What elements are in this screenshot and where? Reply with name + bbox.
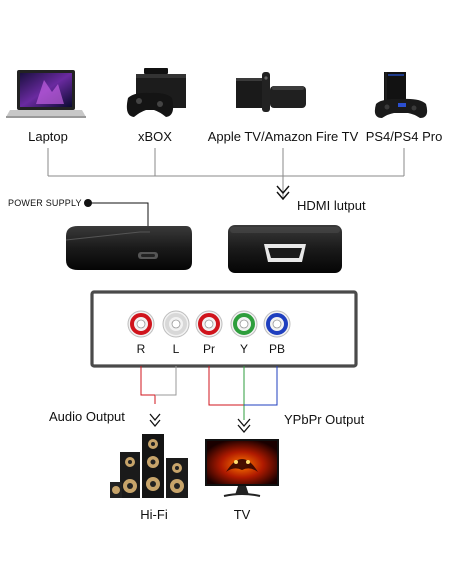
power-supply-label: POWER SUPPLY <box>8 198 82 208</box>
ps4-console-icon <box>374 72 428 118</box>
rca-port-panel <box>90 290 358 368</box>
rca-port-pb <box>263 310 291 338</box>
hdmi-input-label: HDMI lutput <box>297 198 366 213</box>
converter-hdmi-panel <box>228 225 342 273</box>
video-arrow-icon <box>237 418 251 433</box>
ypbpr-output-label: YPbPr Output <box>284 412 365 427</box>
streaming-box-icon <box>236 72 306 112</box>
rca-port-y <box>230 310 258 338</box>
rca-port-pr <box>195 310 223 338</box>
audio-arrow-icon <box>149 413 161 428</box>
hdmi-arrow-icon <box>276 185 290 201</box>
tv-icon <box>205 439 279 497</box>
audio-output-label: Audio Output <box>49 409 125 424</box>
port-label-r: R <box>136 342 146 356</box>
source-label-xbox: xBOX <box>138 129 172 144</box>
port-label-l: L <box>172 342 180 356</box>
laptop-icon <box>6 70 86 118</box>
video-cables <box>208 366 278 420</box>
source-label-ps4: PS4/PS4 Pro <box>365 129 443 144</box>
rca-port-r <box>127 310 155 338</box>
port-label-pb: PB <box>268 342 285 356</box>
source-label-streaming: Apple TV/Amazon Fire TV <box>207 129 359 144</box>
audio-cables <box>140 366 177 404</box>
hifi-label: Hi-Fi <box>140 507 168 522</box>
tv-label: TV <box>233 507 251 522</box>
source-label-laptop: Laptop <box>28 129 68 144</box>
power-supply-line <box>88 202 149 232</box>
converter-side-panel <box>65 226 192 270</box>
hifi-speakers-icon <box>110 434 188 498</box>
rca-ports <box>127 310 291 338</box>
xbox-console-icon <box>126 68 186 117</box>
rca-port-l <box>162 310 190 338</box>
source-connector-lines <box>47 148 405 200</box>
port-label-y: Y <box>239 342 248 356</box>
port-label-pr: Pr <box>203 342 215 356</box>
